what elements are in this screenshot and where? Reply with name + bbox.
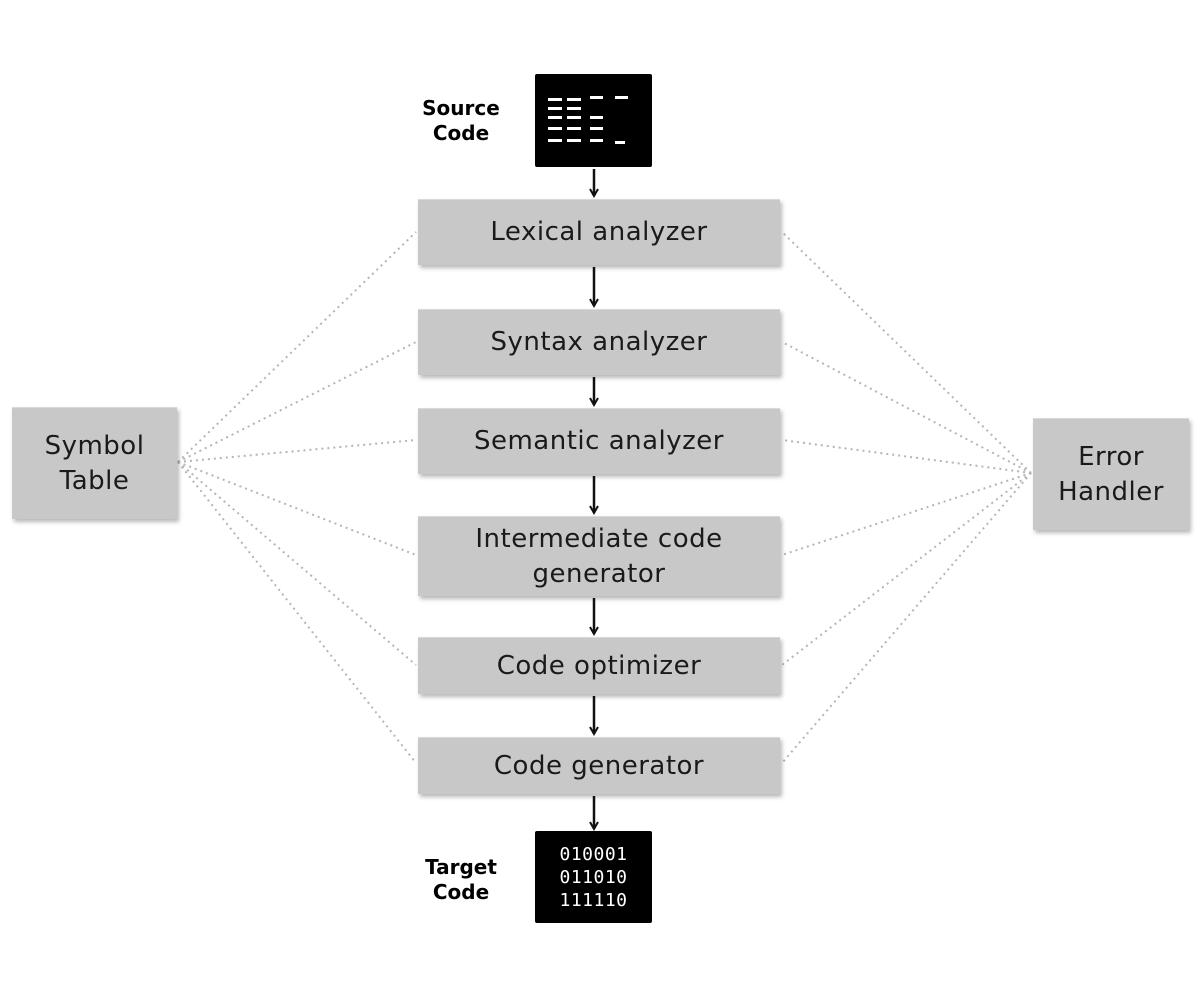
code-line-dash — [567, 98, 581, 101]
symbol-table-label-line2: Table — [59, 465, 130, 496]
target-code-icon: 010001 011010 111110 — [535, 831, 652, 923]
code-optimizer-label: Code optimizer — [496, 650, 702, 681]
lexical-analyzer-box: Lexical analyzer — [418, 199, 780, 265]
target-code-line: 010001 — [559, 843, 628, 865]
code-line-dash — [567, 127, 581, 130]
lexical-analyzer-label: Lexical analyzer — [490, 217, 708, 247]
code-line-dash — [590, 127, 603, 130]
code-line-dash — [548, 116, 562, 119]
connector-symbol-intermediate — [177, 461, 417, 556]
code-line-dash — [590, 116, 603, 119]
code-line-dash — [548, 127, 562, 130]
intermediate-code-generator-box: Intermediate code generator — [418, 516, 780, 596]
symbol-table-label-line1: Symbol — [44, 430, 145, 461]
error-handler-box: Error Handler — [1033, 418, 1189, 530]
target-code-label-line1: Target — [425, 855, 497, 879]
target-code-line: 011010 — [559, 866, 628, 888]
connector-symbol-optimizer — [177, 461, 417, 666]
code-line-dash — [567, 139, 581, 142]
connector-symbol-semantic — [177, 439, 417, 463]
connector-symbol-lexical — [177, 231, 417, 463]
code-line-dash — [548, 107, 562, 110]
target-code-line: 111110 — [559, 889, 628, 911]
symbol-table-box: Symbol Table — [12, 407, 177, 519]
code-line-dash — [615, 96, 628, 99]
code-line-dash — [590, 139, 603, 142]
connector-error-syntax — [781, 341, 1032, 474]
semantic-analyzer-box: Semantic analyzer — [418, 408, 780, 474]
error-handler-label-line2: Handler — [1058, 476, 1164, 507]
target-code-label-line2: Code — [432, 880, 490, 904]
error-handler-label-line1: Error — [1078, 441, 1144, 472]
code-line-dash — [548, 139, 562, 142]
code-line-dash — [567, 116, 581, 119]
code-generator-label: Code generator — [493, 750, 705, 781]
syntax-analyzer-box: Syntax analyzer — [418, 309, 780, 375]
connector-error-intermediate — [781, 472, 1032, 556]
source-code-label-line2: Code — [432, 121, 490, 145]
intermediate-code-generator-label-line1: Intermediate code — [475, 523, 723, 554]
connector-error-optimizer — [781, 472, 1032, 666]
source-code-icon — [535, 74, 652, 167]
intermediate-code-generator-label-line2: generator — [532, 558, 666, 589]
code-optimizer-box: Code optimizer — [418, 637, 780, 694]
syntax-analyzer-label: Syntax analyzer — [490, 327, 708, 357]
connector-error-codegen — [781, 472, 1032, 764]
target-code-label: Target Code — [401, 855, 521, 905]
connector-symbol-syntax — [177, 341, 417, 463]
source-code-label-line1: Source — [422, 96, 500, 120]
code-line-dash — [548, 98, 562, 101]
connector-error-semantic — [781, 439, 1032, 474]
source-code-label: Source Code — [401, 96, 521, 146]
error-handler-connectors — [781, 231, 1032, 764]
semantic-analyzer-label: Semantic analyzer — [473, 426, 724, 456]
code-line-dash — [615, 141, 625, 144]
symbol-table-connectors — [177, 231, 417, 764]
code-generator-box: Code generator — [418, 737, 780, 794]
connector-symbol-codegen — [177, 461, 417, 764]
connector-error-lexical — [781, 231, 1032, 474]
code-line-dash — [590, 96, 603, 99]
code-line-dash — [567, 107, 581, 110]
